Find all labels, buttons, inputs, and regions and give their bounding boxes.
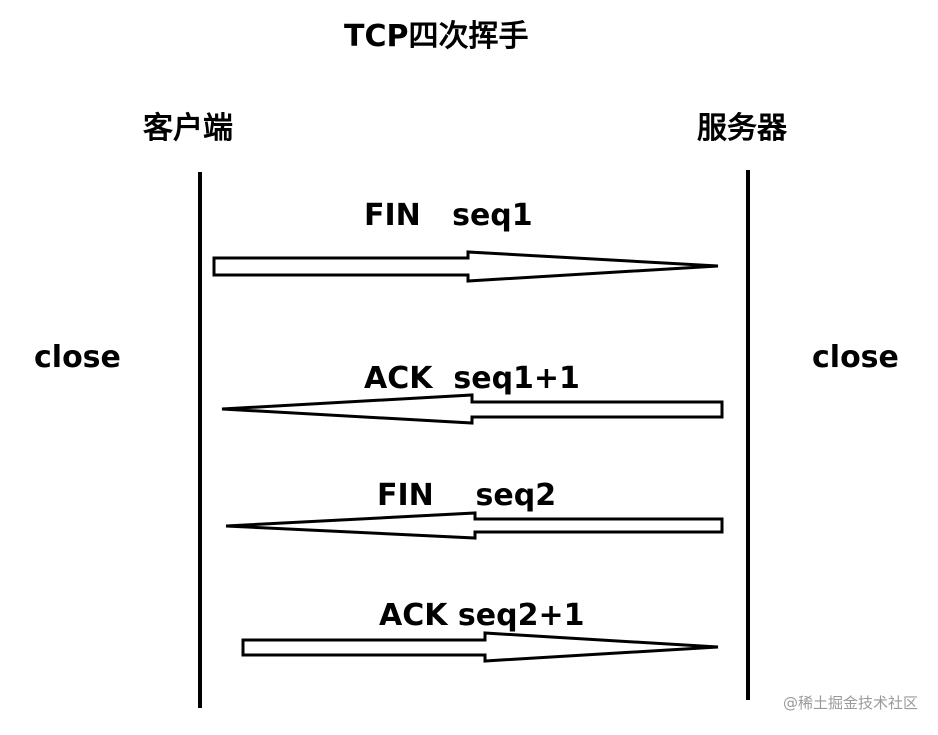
message-label-ack-seq1-plus-1: ACK seq1+1 xyxy=(364,361,580,396)
diagram-title: TCP四次挥手 xyxy=(344,19,529,54)
client-label: 客户端 xyxy=(143,111,233,146)
arrow-fin-seq1 xyxy=(212,250,719,283)
message-label-fin-seq2: FIN seq2 xyxy=(377,478,557,513)
server-label: 服务器 xyxy=(697,111,787,146)
arrow-fin-seq2 xyxy=(225,511,724,540)
client-state-label: close xyxy=(34,340,121,375)
server-state-label: close xyxy=(812,340,899,375)
message-label-ack-seq2-plus-1: ACK seq2+1 xyxy=(379,598,585,633)
arrow-ack-seq2-plus-1 xyxy=(241,631,719,663)
message-label-fin-seq1: FIN seq1 xyxy=(364,198,533,233)
watermark: @稀土掘金技术社区 xyxy=(782,694,918,712)
arrow-ack-seq1-plus-1 xyxy=(221,393,724,425)
